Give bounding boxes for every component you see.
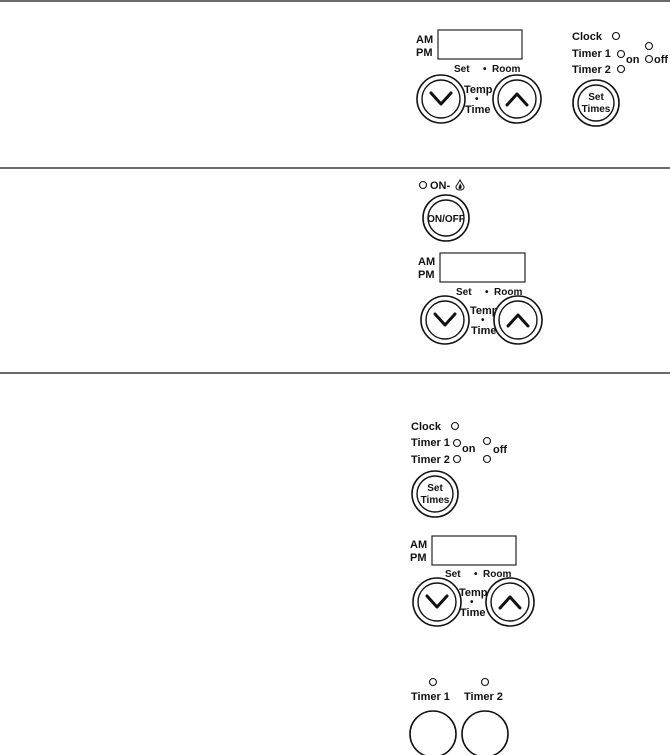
set-times-button[interactable]: Set Times (572, 79, 620, 127)
clock-label: Clock (411, 421, 442, 433)
down-arrow-button[interactable] (412, 577, 462, 627)
lcd-display (439, 252, 526, 283)
clock-led (450, 421, 460, 431)
set-times-line2: Times (582, 104, 611, 115)
set-times-button[interactable]: Set Times (411, 470, 459, 518)
on-label: on (462, 443, 476, 455)
separator-dot: • (474, 569, 478, 580)
room-label: Room (483, 569, 511, 580)
power-panel: ON- ON/OFF (418, 178, 470, 242)
temp-time-dot: • (475, 94, 479, 105)
timer1-button[interactable] (409, 710, 457, 755)
timer2-on-led (452, 454, 462, 464)
up-arrow-button[interactable] (492, 74, 542, 124)
power-led (418, 180, 428, 190)
timer1-label: Timer 1 (572, 48, 611, 60)
timer2-off-led (644, 54, 654, 64)
display-panel-2: AM PM Set • Room Temp • Time (418, 252, 543, 345)
timer2-label: Timer 2 (411, 454, 450, 466)
timer2-button[interactable] (461, 710, 509, 755)
temp-time-dot: • (481, 315, 485, 326)
separator-dot: • (483, 64, 487, 75)
chevron-up-icon (506, 313, 530, 328)
display-panel-3: AM PM Set • Room Temp • Time (410, 535, 535, 627)
time-label: Time (460, 607, 485, 619)
pm-label: PM (418, 269, 435, 281)
timer-panel-1: Clock Timer 1 on off Timer 2 Set Times (572, 31, 668, 127)
time-label: Time (471, 325, 496, 337)
timer1-button-label: Timer 1 (411, 691, 450, 703)
chevron-down-icon (425, 594, 449, 609)
lcd-display (431, 535, 517, 566)
timer-panel-2: Clock Timer 1 on off Timer 2 Set Times (411, 421, 507, 518)
on-off-button[interactable]: ON/OFF (422, 194, 470, 242)
am-label: AM (416, 34, 433, 46)
down-arrow-button[interactable] (420, 295, 470, 345)
timer2-off-led (482, 454, 492, 464)
time-label: Time (465, 104, 490, 116)
timer1-on-led (616, 49, 626, 59)
display-panel-1: AM PM Set • Room Temp • Time (416, 29, 542, 124)
timer1-off-led (482, 436, 492, 446)
am-label: AM (418, 256, 435, 268)
timer2-label: Timer 2 (572, 64, 611, 76)
down-arrow-button[interactable] (416, 74, 466, 124)
pm-label: PM (416, 47, 433, 59)
clock-label: Clock (572, 31, 603, 43)
set-label: Set (456, 287, 472, 298)
timer-buttons-panel: Timer 1 Timer 2 (409, 677, 509, 755)
temp-time-dot: • (470, 597, 474, 608)
temp-label: Temp (470, 305, 499, 317)
on-off-label: ON/OFF (427, 214, 465, 225)
temp-label: Temp (464, 84, 493, 96)
room-label: Room (492, 64, 520, 75)
set-label: Set (445, 569, 461, 580)
set-label: Set (454, 64, 470, 75)
chevron-up-icon (498, 595, 522, 610)
power-indicator-label: ON- (430, 180, 451, 192)
off-label: off (493, 444, 507, 456)
am-label: AM (410, 539, 427, 551)
set-times-line2: Times (421, 495, 450, 506)
pm-label: PM (410, 552, 427, 564)
timer1-off-led (644, 41, 654, 51)
separator-dot: • (485, 287, 489, 298)
timer1-led (428, 677, 438, 687)
off-label: off (654, 54, 668, 66)
chevron-up-icon (505, 92, 529, 107)
lcd-display (437, 29, 523, 60)
timer2-on-led (616, 64, 626, 74)
temp-label: Temp (459, 587, 488, 599)
timer1-on-led (452, 438, 462, 448)
set-times-line1: Set (427, 483, 443, 494)
flame-icon (455, 178, 465, 191)
set-times-line1: Set (588, 92, 604, 103)
up-arrow-button[interactable] (493, 295, 543, 345)
timer1-label: Timer 1 (411, 437, 450, 449)
up-arrow-button[interactable] (485, 577, 535, 627)
room-label: Room (494, 287, 522, 298)
chevron-down-icon (433, 312, 457, 327)
clock-led (611, 31, 621, 41)
chevron-down-icon (429, 91, 453, 106)
timer2-button-label: Timer 2 (464, 691, 503, 703)
on-label: on (626, 54, 640, 66)
timer2-led (480, 677, 490, 687)
